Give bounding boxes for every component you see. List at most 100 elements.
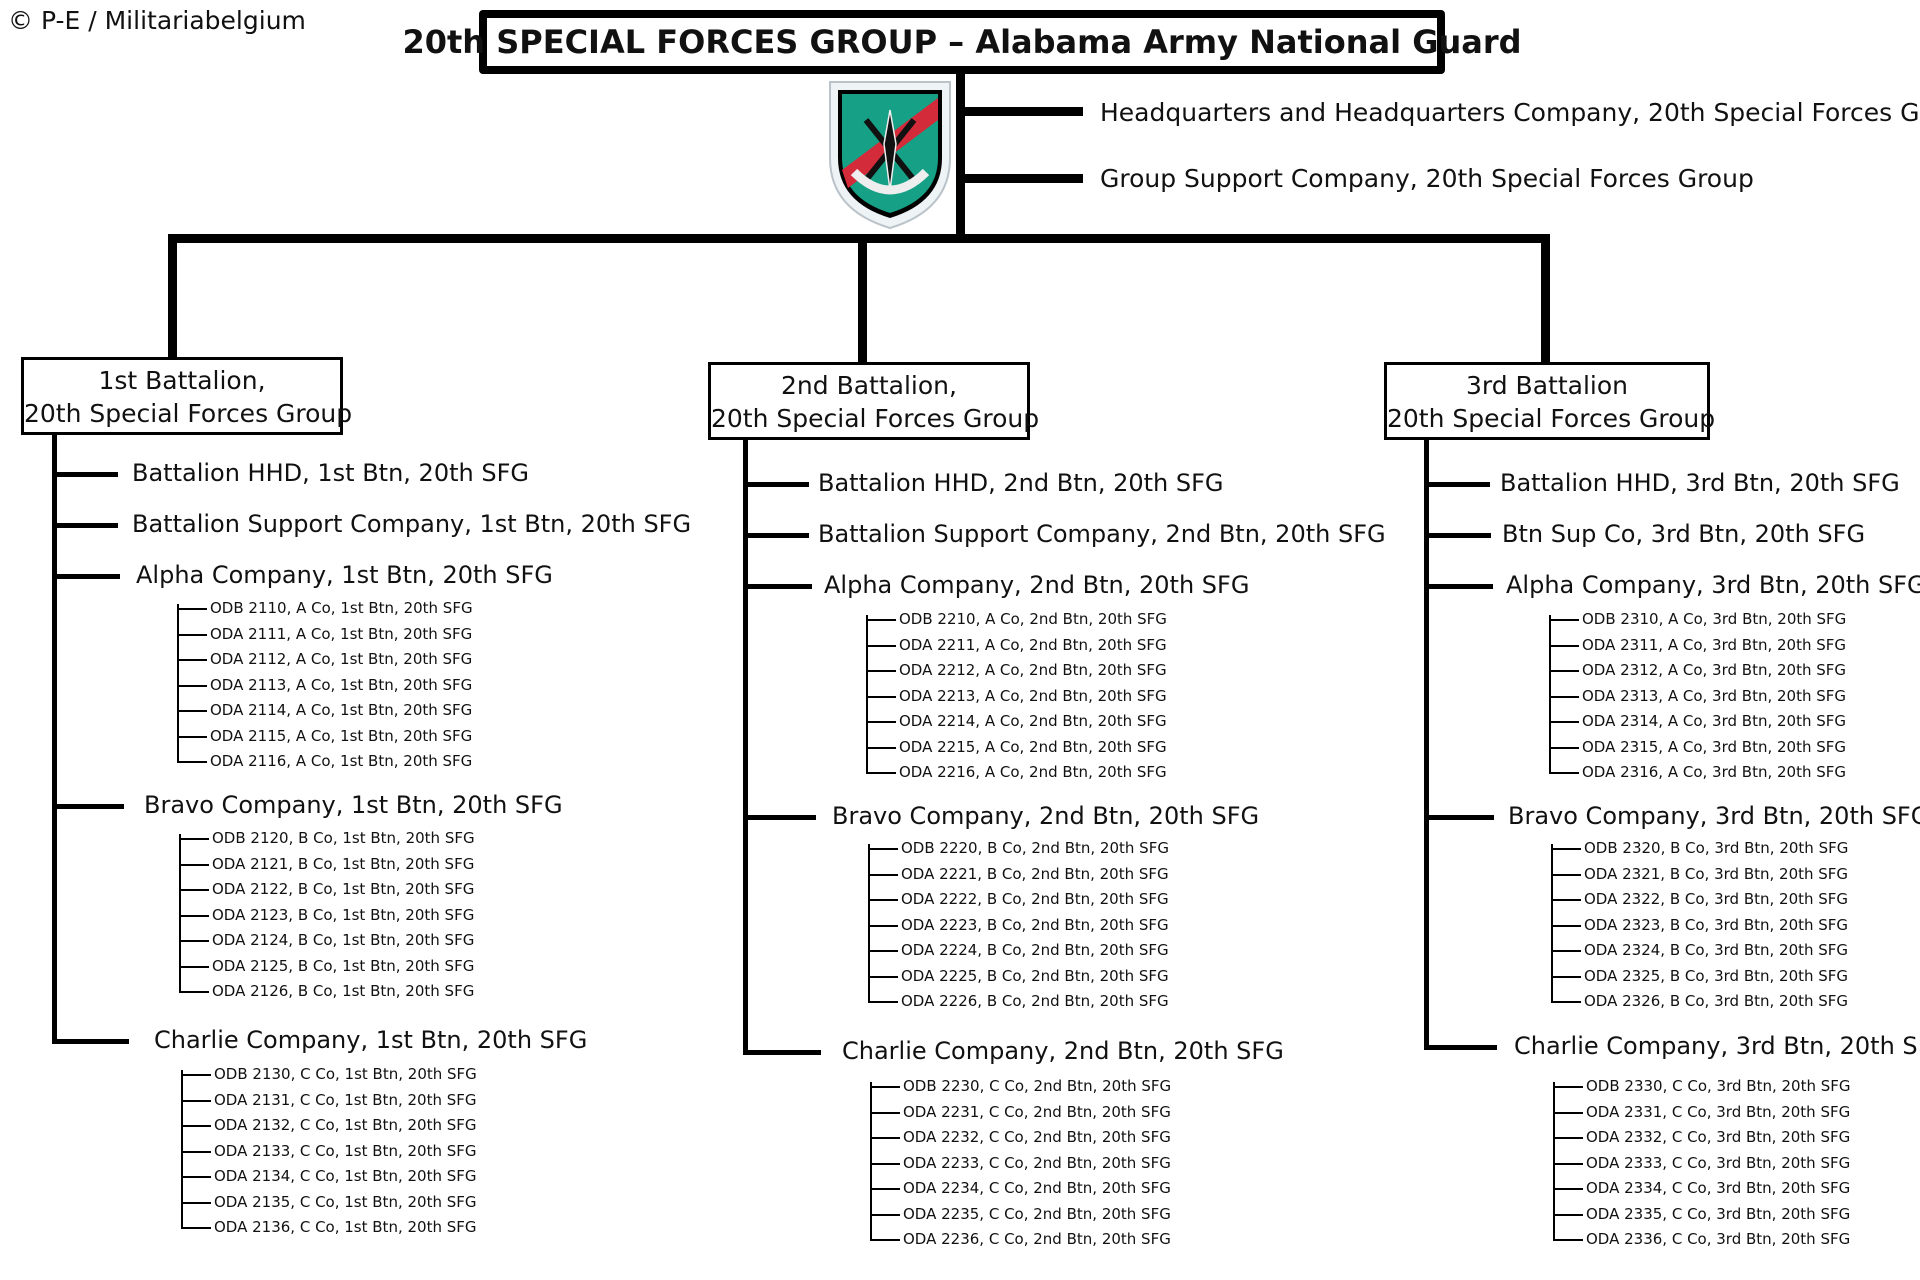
- unit-connector: [743, 533, 809, 538]
- team-label: ODA 2123, B Co, 1st Btn, 20th SFG: [212, 905, 475, 924]
- team-label: ODA 2232, C Co, 2nd Btn, 20th SFG: [903, 1128, 1171, 1146]
- team-label: ODB 2220, B Co, 2nd Btn, 20th SFG: [901, 839, 1169, 857]
- team-label: ODA 2221, B Co, 2nd Btn, 20th SFG: [901, 864, 1169, 883]
- team-label: ODA 2223, B Co, 2nd Btn, 20th SFG: [901, 915, 1169, 934]
- team-label: ODA 2134, C Co, 1st Btn, 20th SFG: [214, 1167, 477, 1185]
- team-connector: [1551, 924, 1581, 927]
- unit-connector: [1424, 584, 1493, 589]
- team-label: ODA 2331, C Co, 3rd Btn, 20th SFG: [1586, 1102, 1851, 1121]
- unit-connector: [52, 1039, 129, 1044]
- team-connector: [181, 1099, 211, 1102]
- team-label: ODB 2230, C Co, 2nd Btn, 20th SFG: [903, 1077, 1172, 1095]
- unit-label: Charlie Company, 2nd Btn, 20th SFG: [842, 1037, 1284, 1065]
- hq-connector-2: [965, 174, 1083, 183]
- team-label: ODA 2112, A Co, 1st Btn, 20th SFG: [210, 650, 473, 668]
- team-connector: [866, 619, 896, 621]
- team-connector: [1551, 873, 1581, 876]
- team-spine-line: [181, 1070, 183, 1229]
- team-connector: [866, 670, 896, 672]
- team-spine-line: [1551, 844, 1553, 1003]
- unit-connector: [743, 1050, 821, 1055]
- battalion-box-3: 3rd Battalion 20th Special Forces Group: [1384, 362, 1715, 440]
- team-label: ODB 2210, A Co, 2nd Btn, 20th SFG: [899, 610, 1167, 628]
- team-label: ODA 2332, C Co, 3rd Btn, 20th SFG: [1586, 1128, 1851, 1146]
- team-connector: [177, 735, 207, 738]
- battalion-title-line2: 20th Special Forces Group: [24, 399, 353, 428]
- team-label: ODA 2323, B Co, 3rd Btn, 20th SFG: [1584, 915, 1849, 934]
- team-connector: [866, 746, 896, 749]
- team-label: ODA 2114, A Co, 1st Btn, 20th SFG: [210, 701, 473, 719]
- battalion-title-line1: 1st Battalion,: [98, 366, 266, 395]
- unit-connector: [52, 574, 120, 579]
- team-connector: [870, 1111, 900, 1114]
- team-label: ODA 2311, A Co, 3rd Btn, 20th SFG: [1582, 635, 1847, 654]
- team-connector: [870, 1213, 900, 1216]
- team-label: ODB 2330, C Co, 3rd Btn, 20th SFG: [1586, 1077, 1851, 1095]
- team-label: ODA 2132, C Co, 1st Btn, 20th SFG: [214, 1116, 477, 1134]
- team-label: ODA 2315, A Co, 3rd Btn, 20th SFG: [1582, 737, 1847, 756]
- unit-label: Battalion HHD, 3rd Btn, 20th SFG: [1500, 469, 1900, 497]
- team-connector: [866, 695, 896, 698]
- unit-label: Alpha Company, 2nd Btn, 20th SFG: [824, 571, 1250, 599]
- unit-connector: [1424, 815, 1494, 820]
- team-label: ODA 2116, A Co, 1st Btn, 20th SFG: [210, 752, 473, 770]
- team-connector: [1551, 975, 1581, 978]
- team-connector: [1553, 1162, 1583, 1165]
- special-forces-insignia-icon: [828, 80, 952, 230]
- team-label: ODA 2313, A Co, 3rd Btn, 20th SFG: [1582, 686, 1847, 705]
- team-label: ODA 2325, B Co, 3rd Btn, 20th SFG: [1584, 966, 1849, 985]
- team-label: ODA 2211, A Co, 2nd Btn, 20th SFG: [899, 635, 1167, 654]
- team-connector: [181, 1125, 211, 1127]
- unit-label: Btn Sup Co, 3rd Btn, 20th SFG: [1502, 520, 1866, 548]
- team-connector: [177, 633, 207, 636]
- team-connector: [179, 863, 209, 866]
- battalion-box-2: 2nd Battalion, 20th Special Forces Group: [708, 362, 1039, 440]
- team-connector: [1551, 848, 1581, 850]
- battalion-spine-line: [1424, 440, 1429, 1048]
- team-connector: [1553, 1239, 1583, 1241]
- unit-connector: [743, 482, 809, 487]
- team-connector: [1549, 670, 1579, 672]
- team-connector: [181, 1074, 211, 1076]
- team-label: ODA 2126, B Co, 1st Btn, 20th SFG: [212, 982, 475, 1000]
- team-label: ODA 2322, B Co, 3rd Btn, 20th SFG: [1584, 890, 1849, 908]
- team-label: ODA 2312, A Co, 3rd Btn, 20th SFG: [1582, 661, 1847, 679]
- team-label: ODA 2225, B Co, 2nd Btn, 20th SFG: [901, 966, 1169, 985]
- team-connector: [181, 1201, 211, 1204]
- team-connector: [868, 924, 898, 927]
- unit-connector: [52, 523, 118, 528]
- unit-label: Bravo Company, 2nd Btn, 20th SFG: [832, 802, 1260, 830]
- team-label: ODA 2233, C Co, 2nd Btn, 20th SFG: [903, 1153, 1171, 1172]
- team-label: ODA 2235, C Co, 2nd Btn, 20th SFG: [903, 1204, 1171, 1223]
- chart-title: 20th SPECIAL FORCES GROUP – Alabama Army…: [402, 10, 1522, 74]
- team-spine-line: [179, 834, 181, 993]
- battalion-drop-1: [168, 238, 177, 359]
- unit-label: Bravo Company, 1st Btn, 20th SFG: [144, 791, 563, 819]
- team-label: ODA 2113, A Co, 1st Btn, 20th SFG: [210, 675, 473, 694]
- team-label: ODA 2316, A Co, 3rd Btn, 20th SFG: [1582, 763, 1847, 781]
- battalion-spine-line: [52, 435, 57, 1042]
- team-spine-line: [868, 844, 870, 1003]
- team-connector: [870, 1137, 900, 1139]
- team-label: ODA 2333, C Co, 3rd Btn, 20th SFG: [1586, 1153, 1851, 1172]
- team-label: ODA 2115, A Co, 1st Btn, 20th SFG: [210, 726, 473, 745]
- team-label: ODA 2236, C Co, 2nd Btn, 20th SFG: [903, 1230, 1171, 1248]
- unit-connector: [1424, 1045, 1497, 1050]
- team-label: ODB 2110, A Co, 1st Btn, 20th SFG: [210, 599, 473, 617]
- team-connector: [177, 659, 207, 661]
- trunk-line: [956, 74, 965, 239]
- hq-connector-1: [965, 107, 1083, 116]
- unit-connector: [1424, 533, 1491, 538]
- team-label: ODA 2336, C Co, 3rd Btn, 20th SFG: [1586, 1230, 1851, 1248]
- chart-title-text: 20th SPECIAL FORCES GROUP – Alabama Army…: [402, 23, 1522, 61]
- team-label: ODA 2213, A Co, 2nd Btn, 20th SFG: [899, 686, 1167, 705]
- team-label: ODA 2121, B Co, 1st Btn, 20th SFG: [212, 854, 475, 873]
- team-label: ODA 2212, A Co, 2nd Btn, 20th SFG: [899, 661, 1167, 679]
- unit-label: Battalion Support Company, 1st Btn, 20th…: [132, 510, 692, 538]
- team-connector: [177, 608, 207, 610]
- battalion-drop-3: [1541, 238, 1550, 364]
- unit-connector: [1424, 482, 1490, 487]
- team-connector: [1549, 721, 1579, 723]
- team-label: ODA 2215, A Co, 2nd Btn, 20th SFG: [899, 737, 1167, 756]
- team-connector: [1553, 1188, 1583, 1190]
